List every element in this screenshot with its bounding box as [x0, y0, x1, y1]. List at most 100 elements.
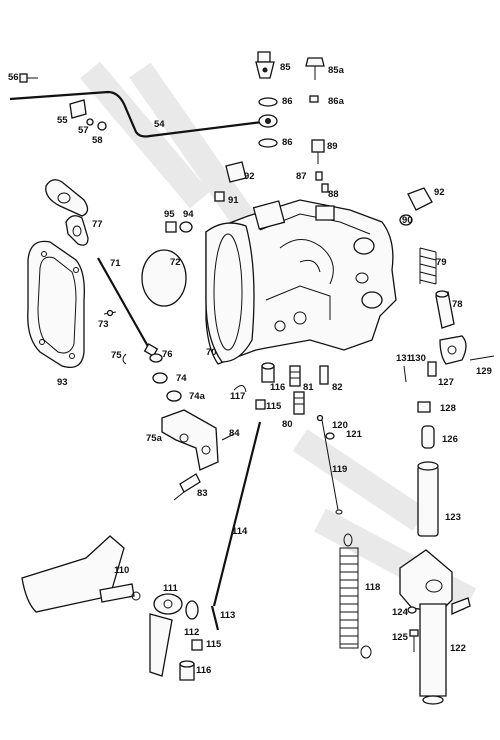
callout-89: 89 [327, 141, 338, 152]
carburetor-body-70 [205, 199, 397, 365]
callout-116b: 116 [196, 665, 212, 676]
callout-131: 131 [396, 353, 412, 364]
callout-87: 87 [296, 171, 307, 182]
callout-70: 70 [206, 347, 217, 358]
callout-122: 122 [450, 643, 466, 654]
callout-91: 91 [228, 195, 239, 206]
callout-55: 55 [57, 115, 68, 126]
callout-82: 82 [332, 382, 343, 393]
clip-117 [233, 385, 247, 393]
callout-57: 57 [78, 125, 89, 136]
callout-93: 93 [57, 377, 68, 388]
callout-112: 112 [184, 627, 200, 638]
nut-115 [255, 399, 266, 410]
washer-76 [149, 353, 163, 363]
piston-78 [435, 290, 455, 329]
callout-58: 58 [92, 135, 103, 146]
callout-54: 54 [154, 119, 165, 130]
callout-84: 84 [229, 428, 240, 439]
spring-118 [339, 533, 372, 659]
callout-73: 73 [98, 319, 109, 330]
tube-123 [417, 461, 439, 537]
callout-115b: 115 [206, 639, 222, 650]
callout-86: 86 [282, 96, 293, 107]
pin-113 [210, 605, 220, 631]
screw-56 [19, 73, 38, 83]
gasket-93 [27, 240, 85, 369]
callout-119: 119 [332, 464, 348, 475]
callout-113: 113 [220, 610, 236, 621]
callout-94: 94 [183, 209, 194, 220]
cap-116-lower [179, 660, 195, 681]
callout-86b: 86 [282, 137, 293, 148]
bracket-110 [21, 535, 141, 613]
lever-111 [149, 593, 199, 677]
callout-78: 78 [452, 299, 463, 310]
washer-74 [152, 372, 182, 402]
callout-74a: 74a [189, 391, 205, 402]
callout-74: 74 [176, 373, 187, 384]
callout-118: 118 [365, 582, 381, 593]
callout-79: 79 [436, 257, 447, 268]
callout-85: 85 [280, 62, 291, 73]
plug-92-left [214, 161, 247, 202]
plug-92-right [399, 187, 433, 226]
dashpot-body-122 [399, 549, 471, 705]
callout-123: 123 [445, 512, 461, 523]
callout-111: 111 [163, 583, 178, 594]
callout-127: 127 [438, 377, 454, 388]
jet-80 [293, 391, 305, 415]
callout-75a: 75a [146, 433, 162, 444]
callout-121: 121 [346, 429, 362, 440]
callout-126: 126 [442, 434, 458, 445]
washer-124 [407, 606, 417, 614]
callout-110: 110 [114, 565, 130, 576]
flange-gasket-77 [45, 179, 89, 246]
callout-128: 128 [440, 403, 456, 414]
callout-90: 90 [402, 215, 413, 226]
cable-119 [316, 414, 343, 515]
nut-115-lower [191, 639, 203, 651]
screw-85a [305, 57, 325, 80]
callout-115: 115 [266, 401, 282, 412]
throttle-rod-54 [9, 90, 278, 138]
spindle-71 [97, 257, 159, 357]
callout-81: 81 [303, 382, 314, 393]
callout-83: 83 [197, 488, 208, 499]
callout-114: 114 [232, 526, 248, 537]
washers-94-95 [165, 221, 193, 233]
callout-76: 76 [162, 349, 173, 360]
bracket-130 [403, 335, 495, 383]
bracket-55 [69, 99, 107, 131]
rod-114 [212, 421, 262, 607]
callout-120: 120 [332, 420, 348, 431]
callout-125: 125 [392, 632, 408, 643]
plug-89 [311, 139, 329, 193]
callout-124: 124 [392, 607, 408, 618]
callout-86a: 86a [328, 96, 344, 107]
clip-75 [122, 353, 127, 365]
callout-117: 117 [230, 391, 246, 402]
jet-82 [319, 365, 329, 385]
callout-92: 92 [244, 171, 255, 182]
callout-75: 75 [111, 350, 122, 361]
callout-80: 80 [282, 419, 293, 430]
screw-73 [103, 309, 117, 317]
spring-79 [419, 247, 437, 285]
bolt-84 [221, 433, 235, 441]
screw-125 [409, 629, 419, 652]
callout-85a: 85a [328, 65, 344, 76]
callout-130: 130 [410, 353, 426, 364]
callout-88: 88 [328, 189, 339, 200]
washers-86 [258, 95, 319, 148]
callout-92b: 92 [434, 187, 445, 198]
callout-71: 71 [110, 258, 121, 269]
jet-81 [289, 365, 301, 387]
nut-128 [417, 401, 431, 413]
cap-126 [421, 425, 435, 449]
jet-116 [261, 362, 275, 383]
screw-83 [173, 473, 201, 501]
callout-116: 116 [270, 382, 286, 393]
banjo-bolt-85 [255, 51, 275, 79]
